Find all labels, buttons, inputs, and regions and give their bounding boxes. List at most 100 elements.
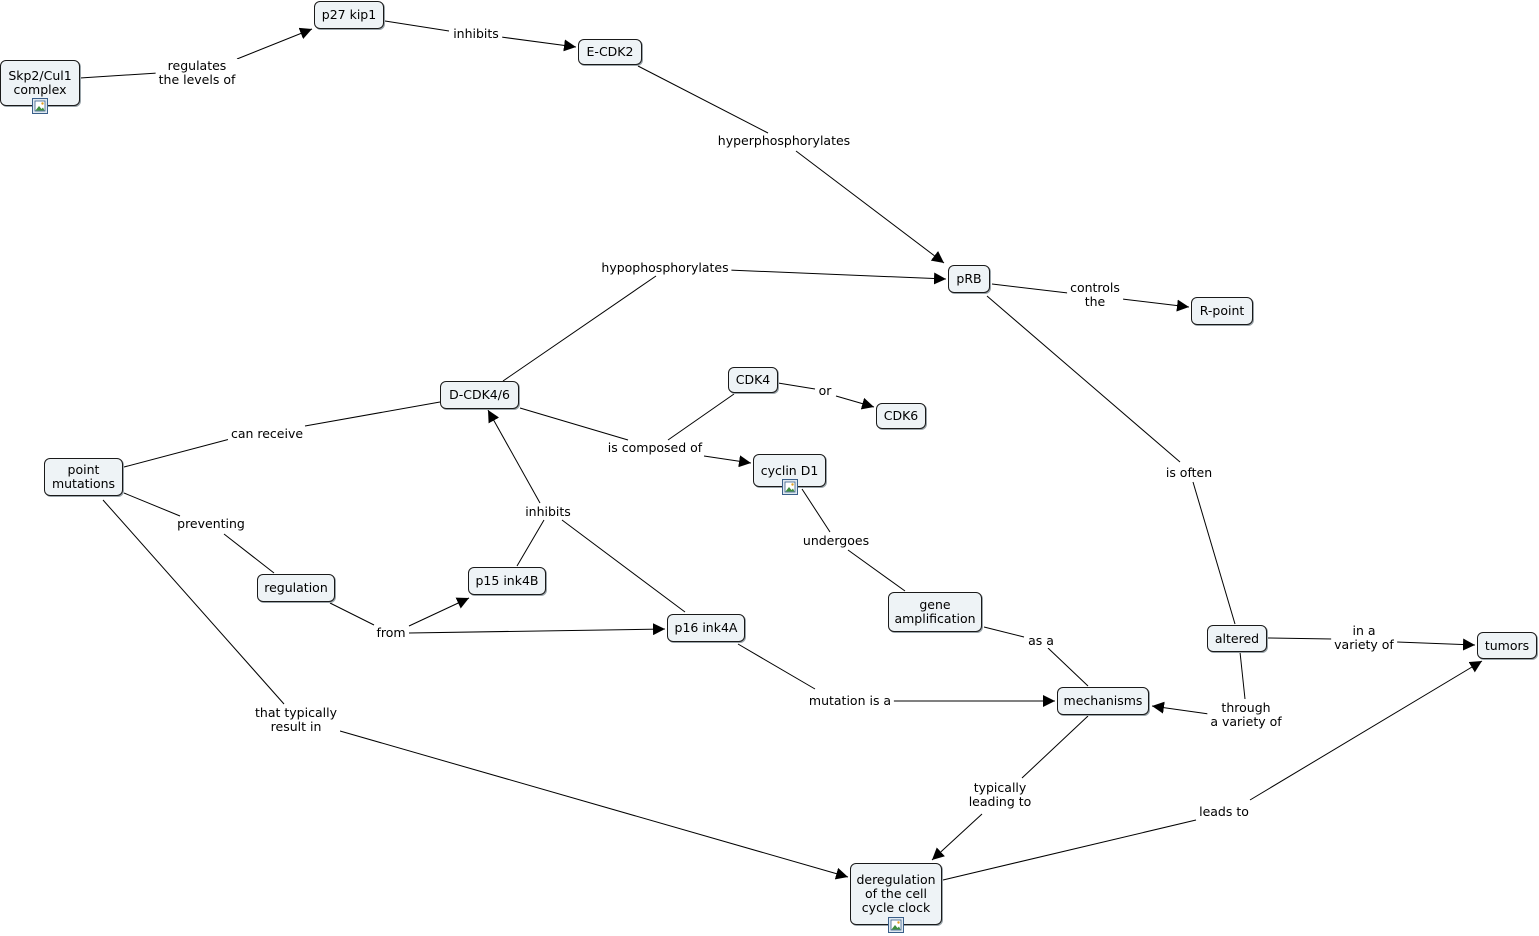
edge-pm-preventing bbox=[123, 492, 181, 517]
concept-e-cdk2[interactable]: E-CDK2 bbox=[578, 39, 642, 65]
link-typically-leading-to[interactable]: typically leading to bbox=[965, 781, 1035, 809]
edge-altered-invariety bbox=[1267, 637, 1333, 640]
edge-gene-asa bbox=[983, 626, 1025, 638]
link-undergoes[interactable]: undergoes bbox=[799, 534, 873, 548]
concept-regulation[interactable]: regulation bbox=[257, 574, 335, 602]
link-inhibits-top[interactable]: inhibits bbox=[450, 27, 502, 41]
concept-label: altered bbox=[1214, 630, 1260, 646]
edge-from-p15 bbox=[408, 597, 470, 627]
edge-from-p16 bbox=[408, 623, 666, 636]
concept-skp2-cul1-complex[interactable]: Skp2/Cul1 complex bbox=[0, 60, 80, 114]
concept-label: p16 ink4A bbox=[674, 620, 738, 635]
concept-label: CDK6 bbox=[883, 408, 919, 423]
link-as-a[interactable]: as a bbox=[1025, 634, 1057, 648]
edge-p15-inhibits bbox=[516, 519, 545, 567]
edge-p16-mutation bbox=[737, 643, 816, 690]
edge-cdk4-or bbox=[777, 382, 816, 390]
edge-pm-typically bbox=[102, 499, 285, 705]
concept-label: cyclin D1 bbox=[760, 462, 819, 478]
resource-image-icon[interactable] bbox=[888, 917, 904, 933]
link-that-typically-result-in[interactable]: that typically result in bbox=[252, 706, 340, 734]
link-through-a-variety-of[interactable]: through a variety of bbox=[1207, 701, 1285, 729]
edge-leading-dereg bbox=[931, 813, 983, 861]
concept-label: deregulation of the cell cycle clock bbox=[856, 872, 936, 915]
edge-altered-through bbox=[1239, 651, 1246, 700]
edge-composed-cdk4 bbox=[667, 393, 735, 441]
link-preventing[interactable]: preventing bbox=[174, 517, 248, 531]
link-is-often[interactable]: is often bbox=[1162, 466, 1216, 480]
concept-gene-amplification[interactable]: gene amplification bbox=[888, 592, 982, 632]
concept-label: D-CDK4/6 bbox=[449, 387, 510, 402]
concept-label: pRB bbox=[956, 271, 982, 286]
concept-label: p15 ink4B bbox=[475, 573, 539, 588]
link-leads-to[interactable]: leads to bbox=[1196, 805, 1252, 819]
concept-label: R-point bbox=[1199, 303, 1245, 318]
concept-cdk4[interactable]: CDK4 bbox=[728, 367, 778, 393]
concept-label: Skp2/Cul1 complex bbox=[8, 68, 72, 97]
concept-label: tumors bbox=[1484, 637, 1530, 653]
resource-image-icon[interactable] bbox=[32, 98, 48, 114]
concept-p16-ink4a[interactable]: p16 ink4A bbox=[667, 614, 745, 642]
link-from[interactable]: from bbox=[373, 626, 409, 640]
edge-cyclin-undergoes bbox=[801, 488, 831, 533]
edge-leadsto-tumors bbox=[1249, 660, 1483, 801]
concept-label: point mutations bbox=[51, 462, 116, 491]
edge-reg-from bbox=[329, 602, 375, 626]
concept-deregulation-cell-cycle-clock[interactable]: deregulation of the cell cycle clock bbox=[850, 863, 942, 933]
link-hypophosphorylates[interactable]: hypophosphorylates bbox=[598, 261, 732, 275]
edge-prb-isoften bbox=[986, 295, 1181, 463]
edge-composed-cyclin bbox=[703, 455, 752, 468]
link-is-composed-of[interactable]: is composed of bbox=[604, 441, 706, 455]
concept-mechanisms[interactable]: mechanisms bbox=[1057, 687, 1149, 715]
edge-typically-dereg bbox=[339, 730, 849, 880]
edge-inhibits-dcdk bbox=[487, 409, 541, 504]
concept-label: gene amplification bbox=[894, 597, 976, 626]
edge-controls-rpoint bbox=[1121, 298, 1190, 312]
resource-image-icon[interactable] bbox=[781, 479, 798, 495]
link-inhibits-mid[interactable]: inhibits bbox=[522, 505, 574, 519]
concept-p15-ink4b[interactable]: p15 ink4B bbox=[468, 567, 546, 595]
edge-p16-inhibits bbox=[561, 519, 686, 613]
edge-preventing-reg bbox=[223, 533, 275, 574]
edge-pm-canreceive bbox=[123, 438, 231, 468]
concept-d-cdk4-6[interactable]: D-CDK4/6 bbox=[440, 381, 519, 409]
concept-point-mutations[interactable]: point mutations bbox=[44, 458, 123, 496]
concept-altered[interactable]: altered bbox=[1207, 625, 1267, 652]
edge-dereg-leadsto bbox=[942, 819, 1197, 881]
edge-asa-mech bbox=[1047, 647, 1089, 687]
edge-prb-controls bbox=[991, 283, 1069, 294]
link-in-a-variety-of[interactable]: in a variety of bbox=[1331, 624, 1397, 652]
edge-dcdk-hypo bbox=[502, 275, 657, 382]
edge-hyper-prb bbox=[795, 150, 945, 264]
link-mutation-is-a[interactable]: mutation is a bbox=[805, 694, 895, 708]
edge-inhibits-ecdk2 bbox=[500, 36, 577, 52]
concept-cyclin-d1[interactable]: cyclin D1 bbox=[753, 454, 826, 495]
link-controls-the[interactable]: controls the bbox=[1067, 281, 1123, 309]
concept-label: p27 kip1 bbox=[321, 7, 377, 22]
edge-dcdk-composed bbox=[519, 407, 629, 441]
concept-tumors[interactable]: tumors bbox=[1477, 632, 1537, 659]
edge-isoften-altered bbox=[1192, 481, 1236, 625]
edge-regulates-p27 bbox=[236, 27, 313, 60]
edge-through-mech bbox=[1151, 701, 1210, 715]
edge-skp2-regulates bbox=[79, 72, 159, 79]
edge-canreceive-dcdk bbox=[304, 401, 441, 427]
concept-prb[interactable]: pRB bbox=[948, 265, 990, 293]
concept-label: mechanisms bbox=[1063, 693, 1143, 708]
edge-mech-leading bbox=[1021, 715, 1089, 779]
concept-r-point[interactable]: R-point bbox=[1191, 297, 1253, 325]
edge-p27-inhibits bbox=[384, 20, 450, 32]
edge-undergoes-gene bbox=[847, 549, 906, 592]
edge-hypo-prb bbox=[727, 269, 947, 285]
concept-p27-kip1[interactable]: p27 kip1 bbox=[314, 1, 384, 29]
concept-cdk6[interactable]: CDK6 bbox=[876, 403, 926, 429]
link-hyperphosphorylates[interactable]: hyperphosphorylates bbox=[714, 134, 854, 148]
link-can-receive[interactable]: can receive bbox=[227, 427, 307, 441]
link-or[interactable]: or bbox=[815, 384, 835, 398]
link-regulates-the-levels-of[interactable]: regulates the levels of bbox=[155, 59, 239, 87]
edge-invariety-tumors bbox=[1395, 638, 1476, 651]
concept-label: regulation bbox=[264, 580, 328, 595]
concept-label: E-CDK2 bbox=[586, 44, 634, 59]
concept-label: CDK4 bbox=[735, 372, 771, 387]
